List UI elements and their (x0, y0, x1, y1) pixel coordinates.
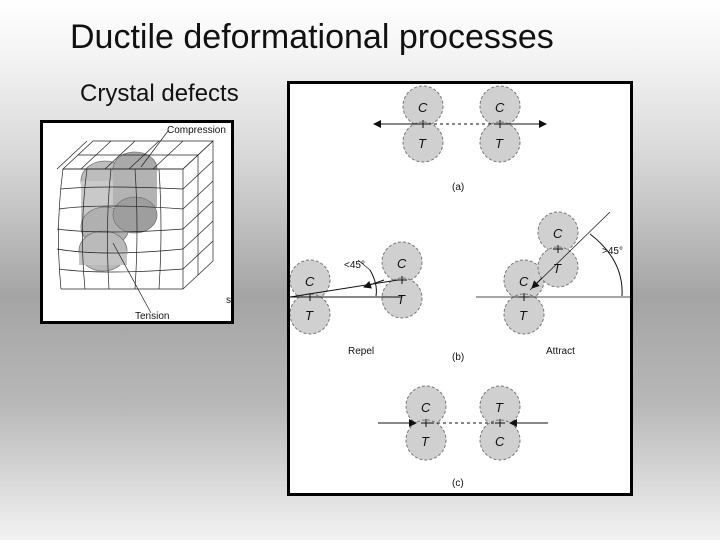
panel-b-repel: C T C T <45° Repel (290, 241, 423, 357)
connecting-line (290, 279, 399, 298)
tension-leader-line (112, 242, 152, 314)
c-label: C (397, 256, 407, 271)
angle-greater-label: >45° (602, 246, 623, 257)
atom-t (402, 121, 444, 163)
t-label: T (495, 136, 504, 151)
slide-subtitle: Crystal defects (80, 80, 239, 107)
edge-dislocation-lattice-figure: Compression Tension s (40, 120, 234, 324)
t-label: T (397, 292, 406, 307)
atom-t (405, 419, 447, 461)
atom-t (479, 121, 521, 163)
slide-title: Ductile deformational processes (70, 18, 554, 56)
compression-label: Compression (167, 125, 226, 136)
panel-c-label: (c) (452, 478, 464, 489)
lattice-diagram: Compression Tension s (56, 125, 231, 321)
attract-label: Attract (546, 346, 575, 357)
c-label: C (519, 274, 529, 289)
c-label: C (421, 400, 431, 415)
atom-t (537, 246, 579, 288)
c-label: C (553, 226, 563, 241)
c-label: C (305, 274, 315, 289)
attract-arrow (531, 277, 543, 289)
repel-label: Repel (348, 346, 374, 357)
atom-t (290, 293, 331, 335)
panel-b-label: (b) (452, 352, 464, 363)
edge-mark-label: s (226, 295, 231, 306)
c-label: C (495, 100, 505, 115)
panel-a-label: (a) (452, 182, 464, 193)
t-label: T (418, 136, 427, 151)
tension-label: Tension (135, 311, 169, 321)
panel-c: C T T C (c) (378, 385, 548, 489)
strain-field-cylinders (78, 151, 158, 272)
atom-c (479, 419, 521, 461)
t-label: T (495, 400, 504, 415)
angle-less-label: <45° (344, 260, 365, 271)
panel-a: C T C T (a) (373, 85, 547, 193)
atom-t (381, 277, 423, 319)
angle-arc (589, 233, 623, 297)
t-label: T (553, 261, 562, 276)
t-label: T (305, 308, 314, 323)
t-label: T (519, 308, 528, 323)
connecting-line (529, 211, 611, 291)
c-label: C (418, 100, 428, 115)
lattice-grid (56, 140, 214, 290)
dislocation-interaction-figure: C T C T (a) C T C T (287, 81, 633, 496)
panel-b-attract: C T C T >45° Attract (476, 211, 630, 357)
dislocation-interaction-diagram: C T C T (a) C T C T (290, 85, 630, 489)
atom-t (503, 293, 545, 335)
compression-leader-line (140, 130, 169, 168)
repel-arrow (363, 279, 385, 289)
c-label: C (495, 434, 505, 449)
t-label: T (421, 434, 430, 449)
